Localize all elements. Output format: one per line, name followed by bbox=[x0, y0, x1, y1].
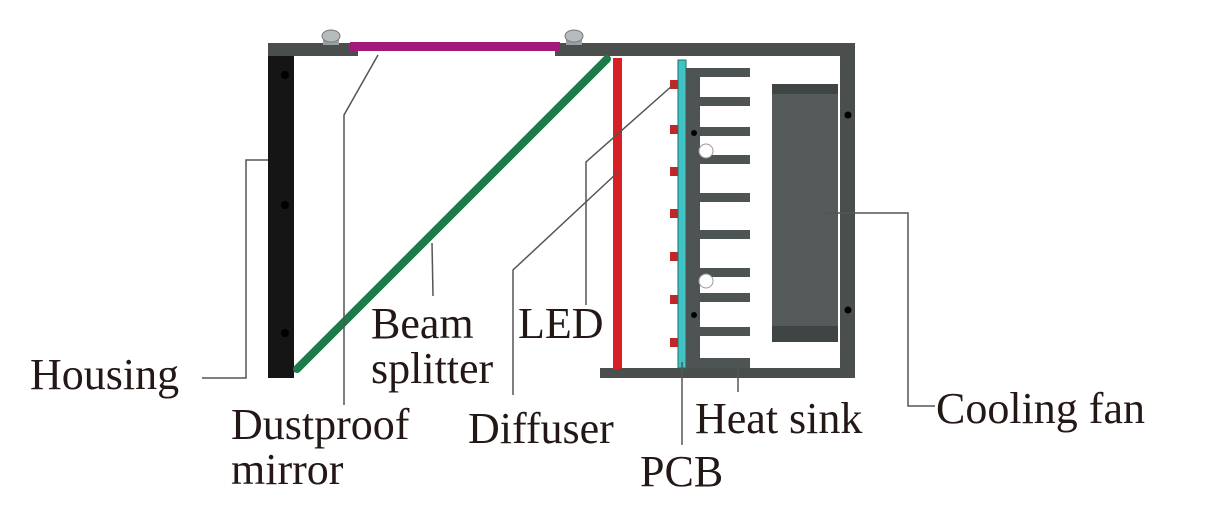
leader-beam-splitter bbox=[431, 242, 434, 297]
led-chip bbox=[670, 167, 678, 176]
label-led: LED bbox=[518, 299, 604, 348]
housing-bolt bbox=[281, 329, 289, 337]
led-chip bbox=[670, 338, 678, 347]
housing-top-wall-right bbox=[555, 43, 855, 56]
heat-sink-screw bbox=[691, 312, 697, 318]
led-chip bbox=[670, 80, 678, 89]
led-chip bbox=[670, 125, 678, 134]
label-diffuser: Diffuser bbox=[468, 404, 614, 453]
leader-diffuser bbox=[512, 172, 618, 395]
heat-sink-fin bbox=[700, 268, 750, 277]
heat-sink-fin bbox=[700, 97, 750, 106]
housing-left-wall bbox=[268, 56, 294, 378]
screw-left bbox=[321, 29, 341, 45]
heat-sink-fin bbox=[700, 230, 750, 239]
leader-dustproof-mirror bbox=[343, 54, 379, 405]
heat-sink-fin bbox=[700, 193, 750, 202]
heat-sink-mount-hole bbox=[698, 143, 714, 159]
beam-splitter bbox=[293, 55, 611, 373]
housing-top-wall-left bbox=[268, 43, 358, 56]
heat-sink-fin bbox=[700, 358, 750, 368]
label-beam-splitter: splitter bbox=[371, 344, 494, 393]
housing-bolt bbox=[844, 306, 852, 314]
led-chip bbox=[670, 209, 678, 218]
label-pcb: PCB bbox=[640, 447, 723, 496]
label-dustproof-mirror: mirror bbox=[231, 445, 344, 494]
label-beam-splitter: Beam bbox=[371, 299, 474, 348]
label-housing: Housing bbox=[30, 350, 179, 399]
diffuser bbox=[613, 58, 622, 369]
cooling-fan-rim bbox=[772, 326, 838, 342]
leader-led bbox=[585, 84, 674, 305]
led-chip bbox=[670, 295, 678, 304]
screw-right bbox=[564, 29, 584, 45]
housing-bolt bbox=[844, 111, 852, 119]
label-dustproof-mirror: Dustproof bbox=[231, 400, 410, 449]
label-heat-sink: Heat sink bbox=[695, 394, 862, 443]
housing-bolt bbox=[281, 201, 289, 209]
heat-sink-fin bbox=[700, 327, 750, 336]
led-chip bbox=[670, 252, 678, 261]
heat-sink-fin bbox=[700, 68, 750, 77]
heat-sink-fin bbox=[700, 127, 750, 136]
label-cooling-fan: Cooling fan bbox=[936, 384, 1145, 433]
heat-sink-mount-hole bbox=[698, 273, 714, 289]
housing bbox=[268, 43, 855, 378]
leader-cooling-fan bbox=[823, 212, 935, 407]
heat-sink bbox=[686, 68, 750, 368]
housing-bolt bbox=[281, 71, 289, 79]
heat-sink-fin bbox=[700, 293, 750, 302]
led-array bbox=[670, 80, 678, 347]
heat-sink-screw bbox=[691, 130, 697, 136]
cooling-fan-rim bbox=[772, 84, 838, 94]
dustproof-mirror bbox=[350, 42, 560, 51]
heat-sink-fin bbox=[700, 155, 750, 164]
pcb bbox=[677, 59, 687, 369]
housing-bottom-wall bbox=[600, 368, 855, 378]
housing-right-wall bbox=[840, 56, 855, 378]
heat-sink-base bbox=[686, 68, 700, 368]
leader-housing bbox=[202, 159, 268, 379]
